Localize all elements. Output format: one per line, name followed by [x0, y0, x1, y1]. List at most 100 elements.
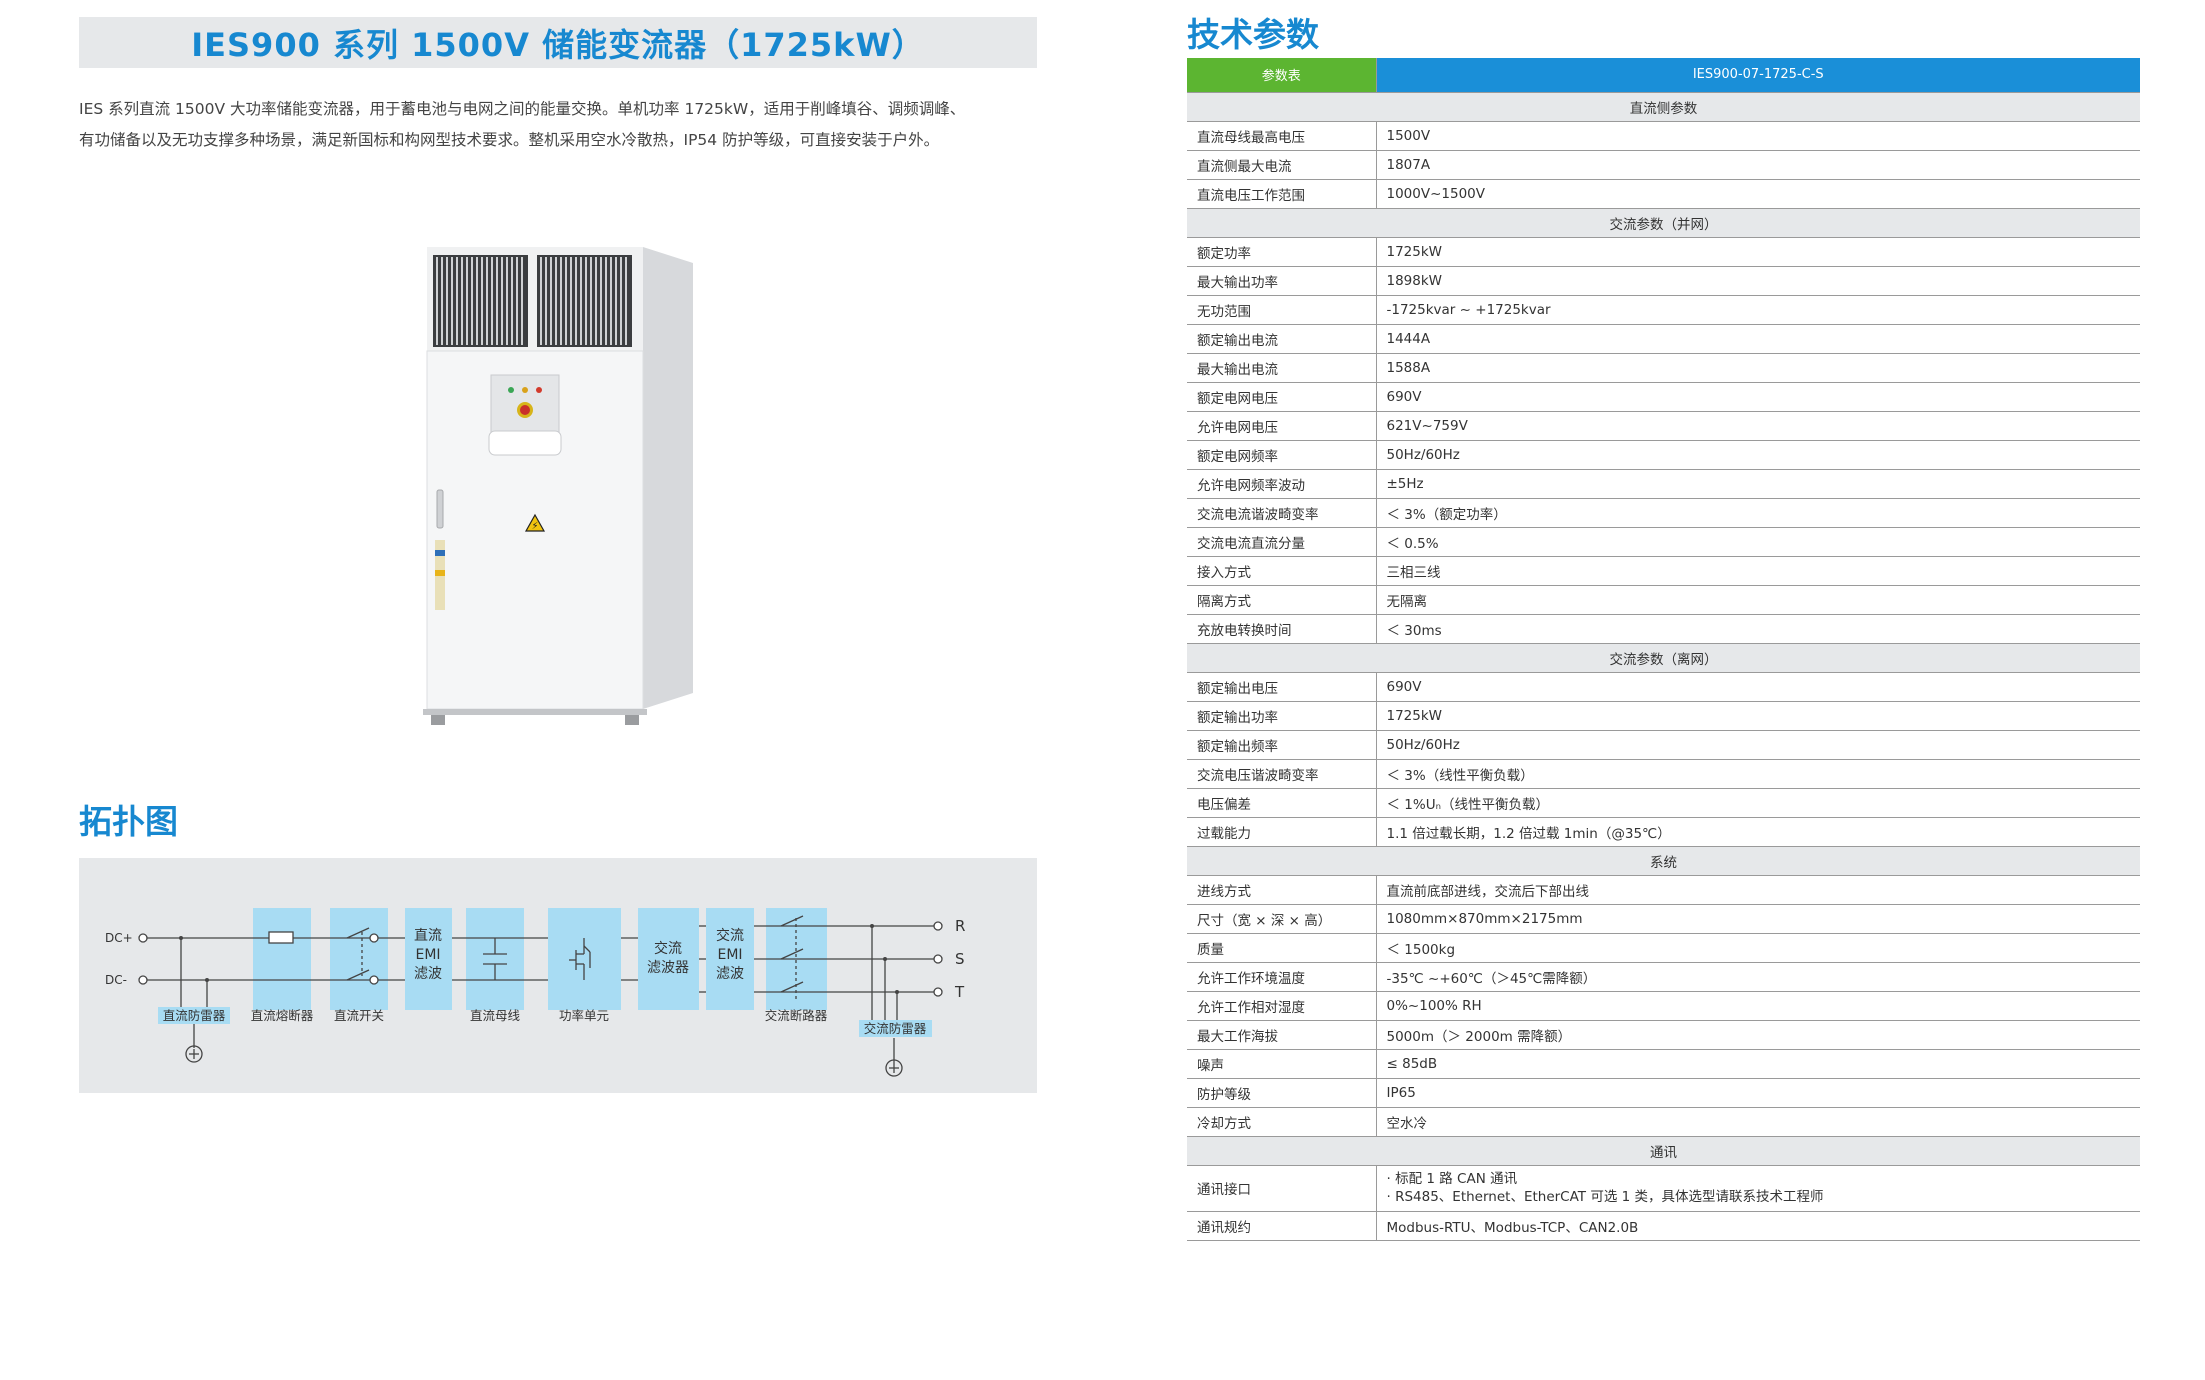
- spec-key: 允许电网频率波动: [1187, 469, 1377, 499]
- spec-key: 直流侧最大电流: [1187, 150, 1377, 180]
- ac-breaker-label: 交流断路器: [765, 1008, 828, 1023]
- spec-value: 直流前底部进线，交流后下部出线: [1376, 875, 2140, 905]
- spec-key: 交流电流谐波畸变率: [1187, 498, 1377, 528]
- spec-value: ＜ 0.5%: [1376, 527, 2140, 557]
- section-ac-grid: 交流参数（并网）: [1187, 208, 2140, 238]
- terminal-icon: [138, 933, 148, 943]
- spec-key: 充放电转换时间: [1187, 614, 1377, 644]
- spec-row: 电压偏差＜ 1%Uₙ（线性平衡负载）: [1187, 788, 2140, 818]
- block-ac-emi: [706, 908, 754, 1010]
- ac-surge-box: [859, 1020, 932, 1037]
- indicator-yellow-icon: [522, 387, 528, 393]
- spec-row: 质量＜ 1500kg: [1187, 933, 2140, 963]
- section-label: 通讯: [1187, 1136, 2140, 1166]
- comm-line-1: · 标配 1 路 CAN 通讯: [1386, 1171, 1518, 1187]
- fuse-icon: [268, 931, 294, 944]
- spec-row: 噪声≤ 85dB: [1187, 1049, 2140, 1079]
- block-dc-switch: [330, 908, 388, 1010]
- spec-row: 通讯接口· 标配 1 路 CAN 通讯· RS485、Ethernet、Ethe…: [1187, 1165, 2140, 1212]
- spec-value: 1725kW: [1376, 237, 2140, 267]
- spec-key: 最大输出电流: [1187, 353, 1377, 383]
- spec-value: 无隔离: [1376, 585, 2140, 615]
- spec-value: 1500V: [1376, 121, 2140, 151]
- spec-header-model: IES900-07-1725-C-S: [1376, 58, 2140, 93]
- ac-emi-label-3: 滤波: [716, 966, 744, 982]
- spec-row: 尺寸（宽 × 深 × 高）1080mm×870mm×2175mm: [1187, 904, 2140, 934]
- terminal-icon: [933, 987, 943, 997]
- spec-key: 直流电压工作范围: [1187, 179, 1377, 209]
- panel-cover: [488, 430, 562, 456]
- cabinet-foot: [625, 715, 639, 725]
- ac-emi-label-2: EMI: [717, 947, 742, 963]
- spec-row: 进线方式直流前底部进线，交流后下部出线: [1187, 875, 2140, 905]
- spec-key: 允许电网电压: [1187, 411, 1377, 441]
- spec-key: 过载能力: [1187, 817, 1377, 847]
- spec-value: 1080mm×870mm×2175mm: [1376, 904, 2140, 934]
- spec-value: Modbus-RTU、Modbus-TCP、CAN2.0B: [1376, 1211, 2140, 1241]
- phase-s-label: S: [955, 950, 965, 968]
- spec-value: 621V~759V: [1376, 411, 2140, 441]
- spec-key: 额定功率: [1187, 237, 1377, 267]
- spec-key: 交流电压谐波畸变率: [1187, 759, 1377, 789]
- terminal-icon: [933, 921, 943, 931]
- door-handle-icon: [436, 489, 444, 529]
- spec-value: 1588A: [1376, 353, 2140, 383]
- dc-emi-label-3: 滤波: [414, 966, 442, 982]
- spec-key: 最大工作海拔: [1187, 1020, 1377, 1050]
- spec-key: 最大输出功率: [1187, 266, 1377, 296]
- spec-value: ＜ 3%（额定功率）: [1376, 498, 2140, 528]
- spec-row: 无功范围-1725kvar ~ +1725kvar: [1187, 295, 2140, 325]
- phase-r-label: R: [955, 917, 965, 935]
- spec-key: 电压偏差: [1187, 788, 1377, 818]
- spec-value: ≤ 85dB: [1376, 1049, 2140, 1079]
- spec-key: 接入方式: [1187, 556, 1377, 586]
- product-image: ⚡: [423, 247, 693, 725]
- indicator-green-icon: [508, 387, 514, 393]
- block-ac-filter: [638, 908, 699, 1010]
- spec-key: 进线方式: [1187, 875, 1377, 905]
- section-system: 系统: [1187, 846, 2140, 876]
- spec-row: 隔离方式无隔离: [1187, 585, 2140, 615]
- spec-key: 质量: [1187, 933, 1377, 963]
- spec-value: 空水冷: [1376, 1107, 2140, 1137]
- power-unit-label: 功率单元: [559, 1008, 609, 1023]
- ground-icon: [185, 1045, 203, 1063]
- section-dc: 直流侧参数: [1187, 92, 2140, 122]
- spec-value: ＜ 1%Uₙ（线性平衡负载）: [1376, 788, 2140, 818]
- spec-title: 技术参数: [1187, 15, 1319, 54]
- spec-key: 隔离方式: [1187, 585, 1377, 615]
- intro-line-1: IES 系列直流 1500V 大功率储能变流器，用于蓄电池与电网之间的能量交换。…: [79, 100, 966, 118]
- spec-value: 0%~100% RH: [1376, 991, 2140, 1021]
- section-label: 直流侧参数: [1187, 92, 2140, 122]
- dc-switch-icon: [346, 927, 379, 985]
- spec-key: 噪声: [1187, 1049, 1377, 1079]
- intro-text: IES 系列直流 1500V 大功率储能变流器，用于蓄电池与电网之间的能量交换。…: [79, 94, 1039, 156]
- spec-value: 5000m（＞ 2000m 需降额）: [1376, 1020, 2140, 1050]
- dc-emi-label-2: EMI: [415, 947, 440, 963]
- topology-diagram: DC+ DC- 直流防雷器 直流熔断器 直流开关 直流 EMI 滤波 直流母线 …: [79, 858, 1037, 1093]
- spec-key: 通讯接口: [1187, 1165, 1377, 1212]
- cabinet-foot: [431, 715, 445, 725]
- phase-t-label: T: [954, 983, 965, 1001]
- section-label: 交流参数（并网）: [1187, 208, 2140, 238]
- spec-value: ＜ 3%（线性平衡负载）: [1376, 759, 2140, 789]
- spec-header-row: 参数表 IES900-07-1725-C-S: [1187, 58, 2140, 93]
- spec-row: 交流电流谐波畸变率＜ 3%（额定功率）: [1187, 498, 2140, 528]
- vent-slats: [436, 257, 627, 345]
- spec-key: 允许工作环境温度: [1187, 962, 1377, 992]
- spec-key: 额定电网电压: [1187, 382, 1377, 412]
- spec-key: 额定输出电流: [1187, 324, 1377, 354]
- block-dc-bus: [466, 908, 524, 1010]
- spec-key: 额定电网频率: [1187, 440, 1377, 470]
- intro-line-2: 有功储备以及无功支撑多种场景，满足新国标和构网型技术要求。整机采用空水冷散热，I…: [79, 131, 940, 149]
- spec-value: ±5Hz: [1376, 469, 2140, 499]
- dc-emi-label-1: 直流: [414, 927, 442, 944]
